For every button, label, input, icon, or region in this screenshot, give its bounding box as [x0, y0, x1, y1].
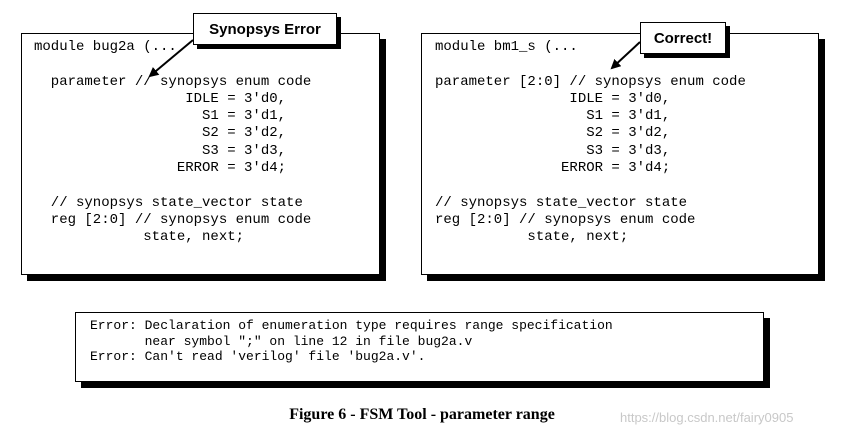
error-message-text: Error: Declaration of enumeration type r… — [90, 318, 613, 364]
error-message-panel — [75, 312, 764, 382]
figure-caption: Figure 6 - FSM Tool - parameter range — [289, 406, 555, 423]
right-code-listing: module bm1_s (... parameter [2:0] // syn… — [435, 39, 746, 246]
left-code-listing: module bug2a (... parameter // synopsys … — [34, 39, 312, 246]
synopsys-error-callout: Synopsys Error — [193, 13, 337, 45]
correct-callout-arrow — [610, 41, 641, 70]
watermark-text: https://blog.csdn.net/fairy0905 — [620, 410, 794, 425]
left-code-panel — [21, 33, 380, 275]
right-code-panel — [421, 33, 819, 275]
correct-callout: Correct! — [640, 22, 726, 54]
error-callout-arrow — [148, 39, 194, 78]
